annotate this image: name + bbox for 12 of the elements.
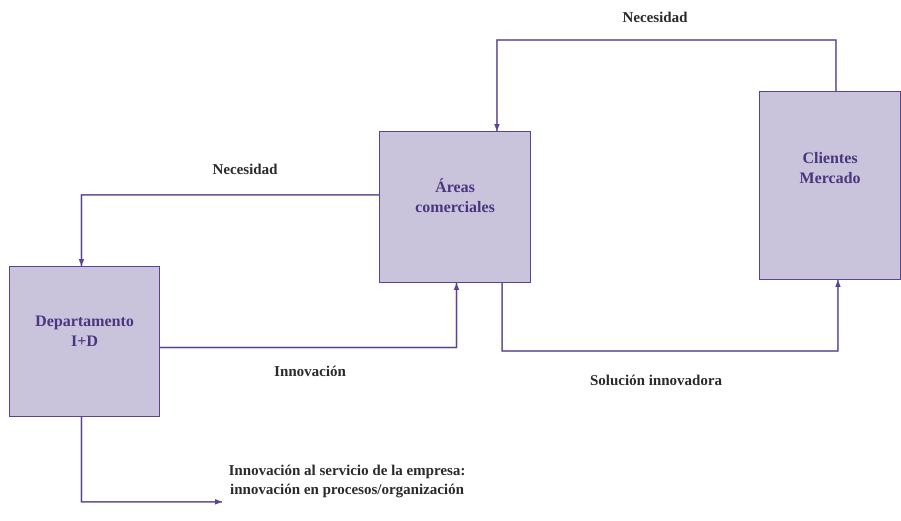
arrow [494,39,837,131]
box-label: Áreas comerciales [414,178,496,218]
box-label: Departamento I+D [34,312,135,352]
arrow [78,194,379,266]
arrow [501,280,841,352]
arrow [160,283,460,348]
arrow [80,417,222,505]
process-box [9,266,160,417]
process-box [379,131,531,283]
box-label: Clientes Mercado [798,148,862,189]
outcome-text: Innovación al servicio de la empresa: innovación en procesos/organización [222,460,472,506]
process-box [759,91,901,280]
